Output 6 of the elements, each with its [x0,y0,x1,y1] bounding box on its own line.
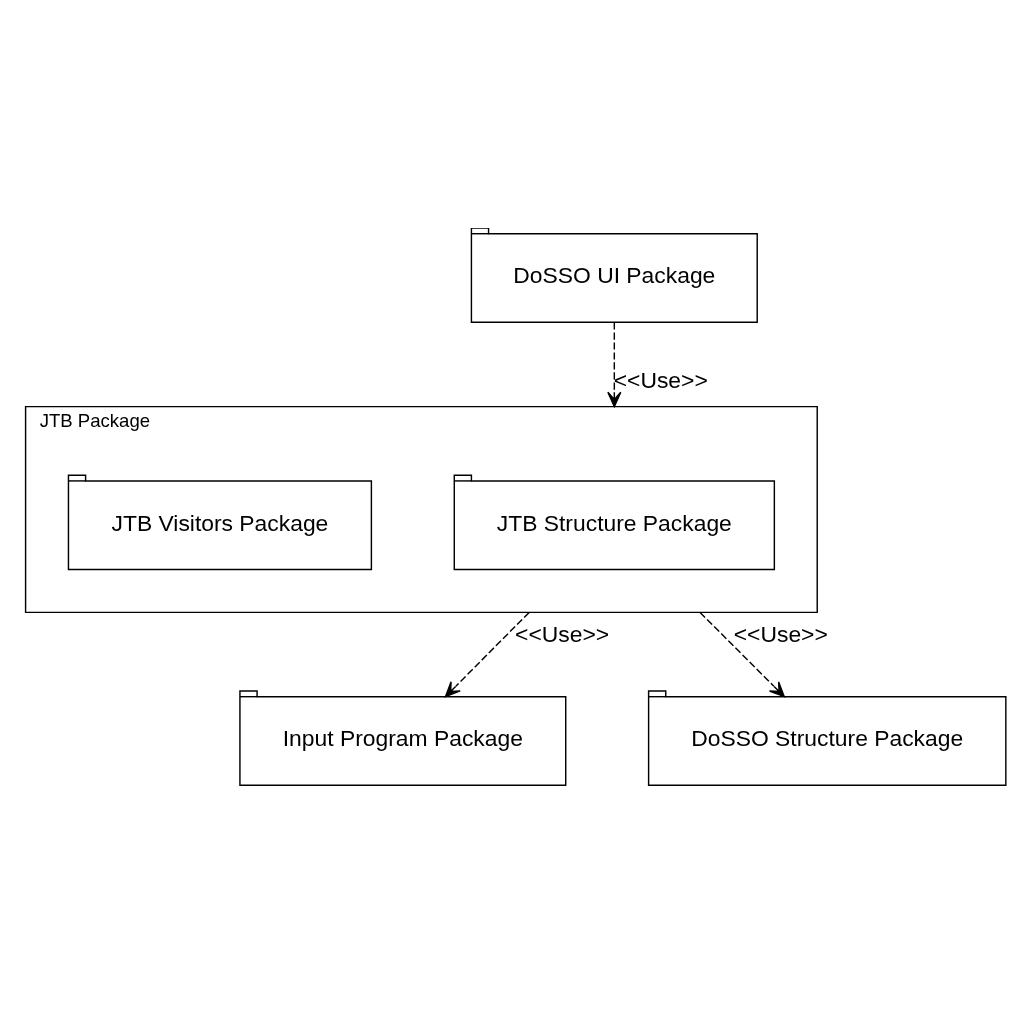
arrow [699,611,785,698]
edge-label: <<Use>> [733,621,828,648]
arrow [444,611,530,698]
edge-label: <<Use>> [613,366,708,393]
edge-label: <<Use>> [515,621,610,648]
arrow [607,321,622,408]
